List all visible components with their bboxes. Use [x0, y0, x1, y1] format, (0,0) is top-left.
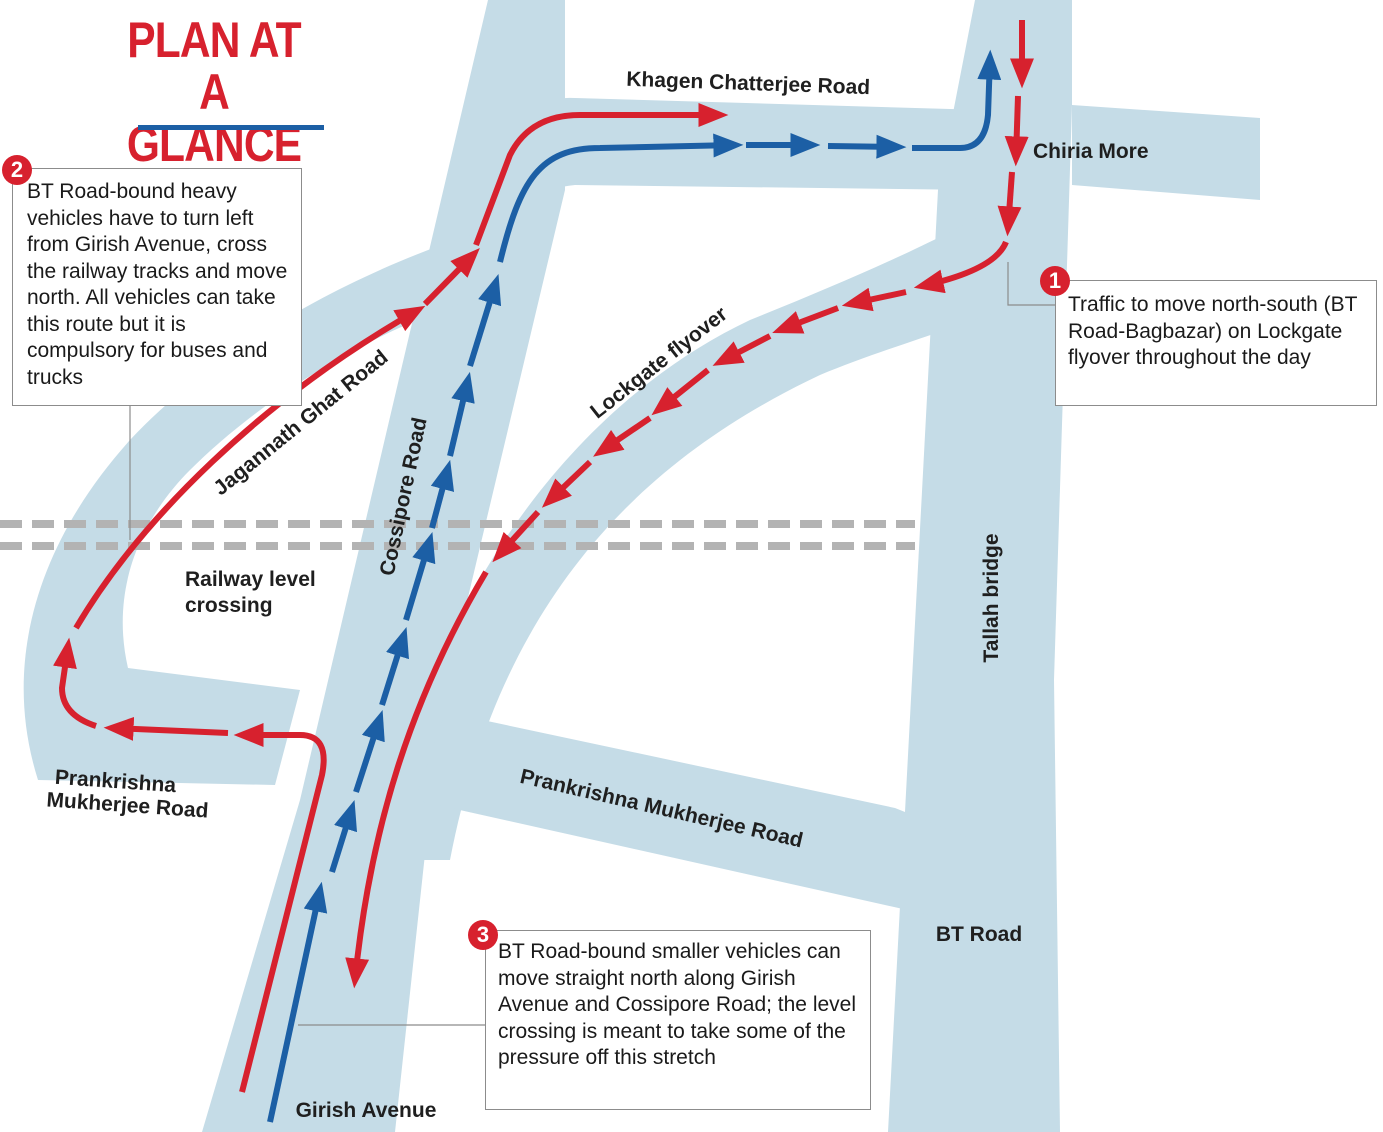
callout-2-number-badge: 2 [2, 155, 32, 185]
callout-2-text: BT Road-bound heavy vehicles have to tur… [27, 180, 288, 389]
blue-route-smaller-vehicles [267, 49, 1002, 1123]
label-prankrishna-west-line2: Mukherjee Road [46, 788, 209, 822]
callout-2: BT Road-bound heavy vehicles have to tur… [12, 168, 302, 406]
red-route-lockgate-flyover [345, 20, 1034, 989]
label-bt-road: BT Road [936, 923, 1022, 946]
label-tallah-bridge: Tallah bridge [980, 533, 1003, 662]
railway-tracks [0, 520, 915, 550]
prankrishna-mukherjee-road [415, 712, 1000, 925]
callout-3-text: BT Road-bound smaller vehicles can move … [498, 940, 857, 1069]
khagen-chatterjee-road [470, 97, 985, 241]
label-chiria-more: Chiria More [1033, 140, 1149, 163]
callout-1-text: Traffic to move north-south (BT Road-Bag… [1068, 293, 1358, 369]
callout-3-number-badge: 3 [468, 920, 498, 950]
page-title: PLAN AT A GLANCE [112, 14, 316, 170]
red-route-heavy-vehicles [53, 103, 729, 1093]
label-railway-crossing-line2: crossing [185, 594, 273, 617]
label-khagen-chatterjee-road: Khagen Chatterjee Road [626, 68, 871, 99]
callout-1-number-badge: 1 [1040, 266, 1070, 296]
cossipore-road [202, 0, 565, 1132]
title-underline [138, 125, 324, 130]
callout-3: BT Road-bound smaller vehicles can move … [485, 930, 871, 1110]
callout-1: Traffic to move north-south (BT Road-Bag… [1055, 280, 1377, 406]
title-line-1: PLAN AT A [127, 12, 301, 120]
label-railway-crossing-line1: Railway level [185, 568, 316, 591]
label-girish-avenue: Girish Avenue [296, 1099, 437, 1122]
leader-lines [129, 262, 1055, 1026]
